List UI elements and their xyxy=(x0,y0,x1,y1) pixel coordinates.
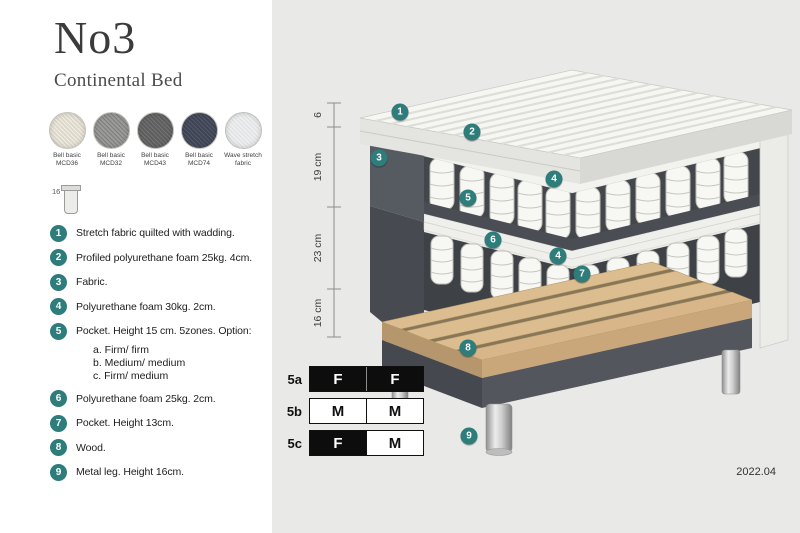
fabric-swatch: Bell basic MCD74 xyxy=(178,112,220,168)
fabric-swatch: Wave stretch fabric xyxy=(222,112,264,168)
option-cell: F xyxy=(366,367,423,391)
legend-item: 7 Pocket. Height 13cm. xyxy=(50,414,266,432)
dimension-label-top: 6 xyxy=(312,112,324,118)
legend-number-badge: 3 xyxy=(50,273,67,291)
diagram-badge-6: 6 xyxy=(484,231,502,249)
fabric-swatch: Bell basic MCD43 xyxy=(134,112,176,168)
legend-text: Pocket. Height 15 cm. 5zones. Option: xyxy=(76,325,252,338)
legend-item: 8 Wood. xyxy=(50,439,266,457)
legend-number-badge: 5 xyxy=(50,322,67,340)
diagram-badge-8: 8 xyxy=(459,339,477,357)
leg-height-spec: 16 xyxy=(52,183,266,217)
firmness-options-table: 5a F F 5b M M 5c F M xyxy=(280,366,424,462)
legend-suboptions: a. Firm/ firm b. Medium/ medium c. Firm/… xyxy=(93,344,266,383)
dimension-label-upper: 19 cm xyxy=(312,152,324,182)
legend-item: 3 Fabric. xyxy=(50,273,266,291)
option-box: F M xyxy=(309,430,424,456)
diagram-badge-4a: 4 xyxy=(545,170,563,188)
legend-text: Fabric. xyxy=(76,276,108,289)
diagram-badge-5: 5 xyxy=(459,189,477,207)
legend-item: 9 Metal leg. Height 16cm. xyxy=(50,463,266,481)
fabric-swatch-label: Wave stretch fabric xyxy=(224,152,262,168)
legend-item: 1 Stretch fabric quilted with wadding. xyxy=(50,224,266,242)
option-box: M M xyxy=(309,398,424,424)
fabric-swatch-circle xyxy=(224,112,262,150)
legend-text: Pocket. Height 13cm. xyxy=(76,417,174,430)
diagram-badge-3: 3 xyxy=(370,149,388,167)
legend-number-badge: 6 xyxy=(50,390,67,408)
fabric-swatch-label: Bell basic MCD74 xyxy=(185,152,213,168)
fabric-swatch-label: Bell basic MCD43 xyxy=(141,152,169,168)
diagram-badge-7: 7 xyxy=(573,265,591,283)
fabric-swatch-label: Bell basic MCD32 xyxy=(97,152,125,168)
legend-text: Polyurethane foam 30kg. 2cm. xyxy=(76,300,216,313)
option-row-label: 5c xyxy=(287,435,302,451)
option-box: F F xyxy=(309,366,424,392)
product-subtitle: Continental Bed xyxy=(54,70,183,92)
option-cell: F xyxy=(310,367,366,391)
illustration-panel: 6 19 cm 23 cm 16 cm 1 2 3 4 5 4 6 7 8 9 … xyxy=(272,0,800,533)
legend-suboption: a. Firm/ firm xyxy=(93,344,149,357)
legend-number-badge: 8 xyxy=(50,439,67,457)
diagram-badge-4b: 4 xyxy=(549,247,567,265)
fabric-swatch-circle xyxy=(92,112,130,150)
fabric-swatch-list: Bell basic MCD36 Bell basic MCD32 Bell b… xyxy=(46,112,266,168)
legend-item: 2 Profiled polyurethane foam 25kg. 4cm. xyxy=(50,249,266,267)
fabric-swatch: Bell basic MCD36 xyxy=(46,112,88,168)
legend-text: Polyurethane foam 25kg. 2cm. xyxy=(76,392,216,405)
bed-cutaway-illustration xyxy=(327,69,793,456)
legend-item: 4 Polyurethane foam 30kg. 2cm. xyxy=(50,298,266,316)
option-row-label: 5a xyxy=(287,371,302,387)
fabric-swatch-circle xyxy=(136,112,174,150)
legend-text: Profiled polyurethane foam 25kg. 4cm. xyxy=(76,251,253,264)
leg-icon xyxy=(61,184,82,214)
fabric-swatch-circle xyxy=(180,112,218,150)
fabric-swatch-circle xyxy=(48,112,86,150)
legend-text: Wood. xyxy=(76,441,106,454)
option-row-5a: 5a F F xyxy=(280,366,424,392)
legend-number-badge: 9 xyxy=(50,463,67,481)
leg-height-value: 16 xyxy=(52,186,61,196)
legend-item: 6 Polyurethane foam 25kg. 2cm. xyxy=(50,390,266,408)
legend-suboption: c. Firm/ medium xyxy=(93,370,169,383)
legend-text: Stretch fabric quilted with wadding. xyxy=(76,227,235,240)
option-cell: F xyxy=(310,431,366,455)
version-label: 2022.04 xyxy=(736,466,776,478)
dimension-label-lower: 23 cm xyxy=(312,233,324,263)
legend-number-badge: 7 xyxy=(50,414,67,432)
option-cell: M xyxy=(310,399,366,423)
fabric-swatch-label: Bell basic MCD36 xyxy=(53,152,81,168)
legend-number-badge: 4 xyxy=(50,298,67,316)
option-row-5b: 5b M M xyxy=(280,398,424,424)
diagram-badge-9: 9 xyxy=(460,427,478,445)
legend-text: Metal leg. Height 16cm. xyxy=(76,466,185,479)
spec-sidebar: No3 Continental Bed Bell basic MCD36 Bel… xyxy=(0,0,272,533)
dimension-label-leg: 16 cm xyxy=(312,298,324,328)
legend-suboption: b. Medium/ medium xyxy=(93,357,186,370)
diagram-badge-2: 2 xyxy=(463,123,481,141)
diagram-badge-1: 1 xyxy=(391,103,409,121)
fabric-swatch: Bell basic MCD32 xyxy=(90,112,132,168)
legend-list: 1 Stretch fabric quilted with wadding. 2… xyxy=(50,224,266,481)
legend-number-badge: 2 xyxy=(50,249,67,267)
option-row-5c: 5c F M xyxy=(280,430,424,456)
option-cell: M xyxy=(366,399,423,423)
product-title: No3 xyxy=(54,12,137,63)
legend-item: 5 Pocket. Height 15 cm. 5zones. Option: xyxy=(50,322,266,340)
legend-number-badge: 1 xyxy=(50,224,67,242)
option-row-label: 5b xyxy=(286,403,302,419)
option-cell: M xyxy=(366,431,423,455)
